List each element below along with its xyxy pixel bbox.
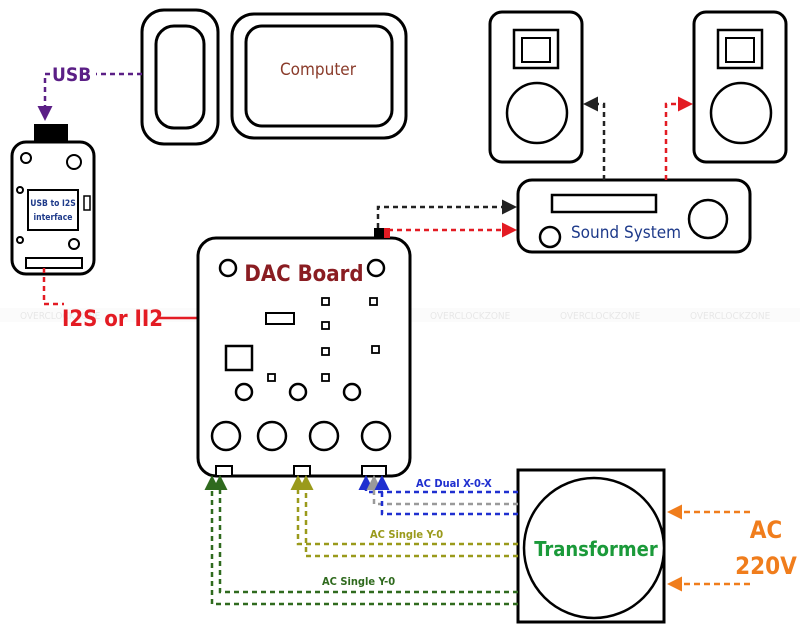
transformer-core bbox=[522, 476, 666, 620]
dac-power-input-3 bbox=[361, 465, 387, 477]
speaker-left bbox=[488, 10, 584, 164]
sound-system-display bbox=[550, 193, 658, 214]
watermark-text-1: OVERCLOCKZONE bbox=[20, 311, 101, 322]
watermark-text-4: OVERCLOCKZONE bbox=[560, 311, 641, 322]
transformer-label: Transformer bbox=[534, 537, 658, 561]
watermark-text-3: OVERCLOCKZONE bbox=[430, 311, 511, 322]
dac-output-jack-red bbox=[384, 228, 390, 238]
ac-single-olive-label: AC Single Y-0 bbox=[370, 528, 443, 541]
ac-dual-label: AC Dual X-0-X bbox=[416, 477, 492, 490]
ac-label-line2: 220V bbox=[735, 552, 797, 580]
dac-sound-cables bbox=[376, 199, 517, 238]
sound-system: Sound System bbox=[516, 178, 752, 254]
dac-label: DAC Board bbox=[244, 262, 363, 287]
sound-system-knob bbox=[687, 198, 729, 240]
sound-system-label: Sound System bbox=[571, 223, 681, 243]
dac-board: DAC Board bbox=[196, 228, 412, 478]
computer-tower-inner bbox=[154, 24, 206, 130]
transformer: Transformer bbox=[516, 468, 666, 624]
ac-label-line1: AC bbox=[750, 516, 783, 544]
computer-monitor-screen bbox=[244, 24, 394, 128]
i2s-link: I2S or II2 bbox=[42, 268, 261, 332]
ac-input: AC 220V bbox=[667, 504, 797, 592]
dac-power-input-2 bbox=[293, 465, 311, 477]
speaker-right bbox=[692, 10, 788, 164]
i2s-label: I2S or II2 bbox=[62, 307, 163, 332]
dac-output-jack bbox=[374, 228, 384, 238]
dac-i2s-input bbox=[265, 312, 295, 325]
usb-label: USB bbox=[52, 64, 91, 86]
watermark-text-5: OVERCLOCKZONE bbox=[690, 311, 771, 322]
interface-label-line1: USB to I2S bbox=[30, 199, 75, 209]
ac-single-green-label: AC Single Y-0 bbox=[322, 575, 395, 588]
speaker-cables bbox=[583, 96, 693, 180]
interface-chip bbox=[27, 189, 79, 231]
computer: Computer bbox=[140, 8, 408, 146]
dac-power-input-1 bbox=[215, 465, 233, 477]
power-lines: AC Dual X-0-X AC Single Y-0 AC Single Y-… bbox=[204, 475, 518, 606]
interface-label-line2: interface bbox=[34, 213, 73, 223]
computer-label: Computer bbox=[280, 60, 357, 80]
usb-link: USB bbox=[37, 64, 142, 121]
interface-connector bbox=[25, 257, 83, 269]
usb-plug bbox=[34, 124, 68, 142]
usb-i2s-interface: USB to I2S interface bbox=[10, 124, 96, 276]
